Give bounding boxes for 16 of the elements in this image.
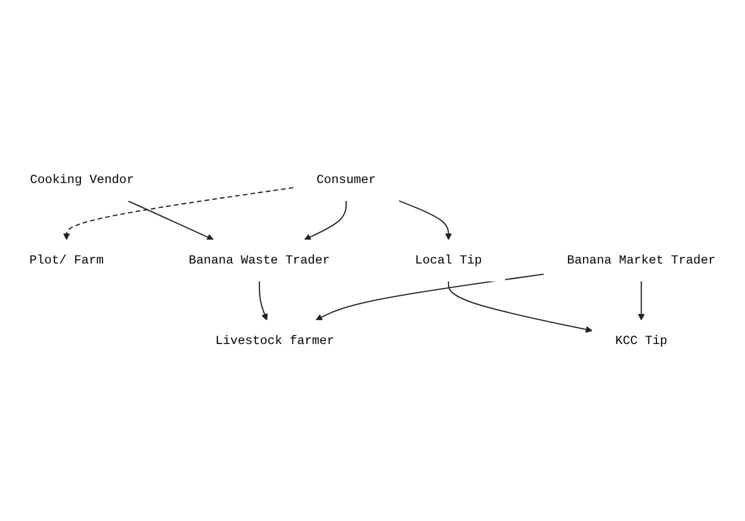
node-text: Plot/ Farm: [29, 254, 104, 268]
node-text: Livestock farmer: [215, 334, 334, 348]
arrow: [258, 281, 268, 320]
node-text: Banana Market Trader: [567, 254, 716, 268]
arrow: [638, 281, 645, 320]
node-text: Cooking Vendor: [30, 173, 134, 187]
arrow: [316, 274, 544, 320]
arrow: [448, 281, 592, 333]
arrow: [398, 200, 452, 240]
node-text: Consumer: [316, 173, 376, 187]
arrow: [304, 200, 347, 240]
arrow: [128, 200, 214, 240]
arrow: [63, 187, 294, 240]
node-text: KCC Tip: [615, 334, 668, 348]
node-text: Local Tip: [415, 254, 482, 268]
node-text: Banana Waste Trader: [188, 254, 330, 268]
